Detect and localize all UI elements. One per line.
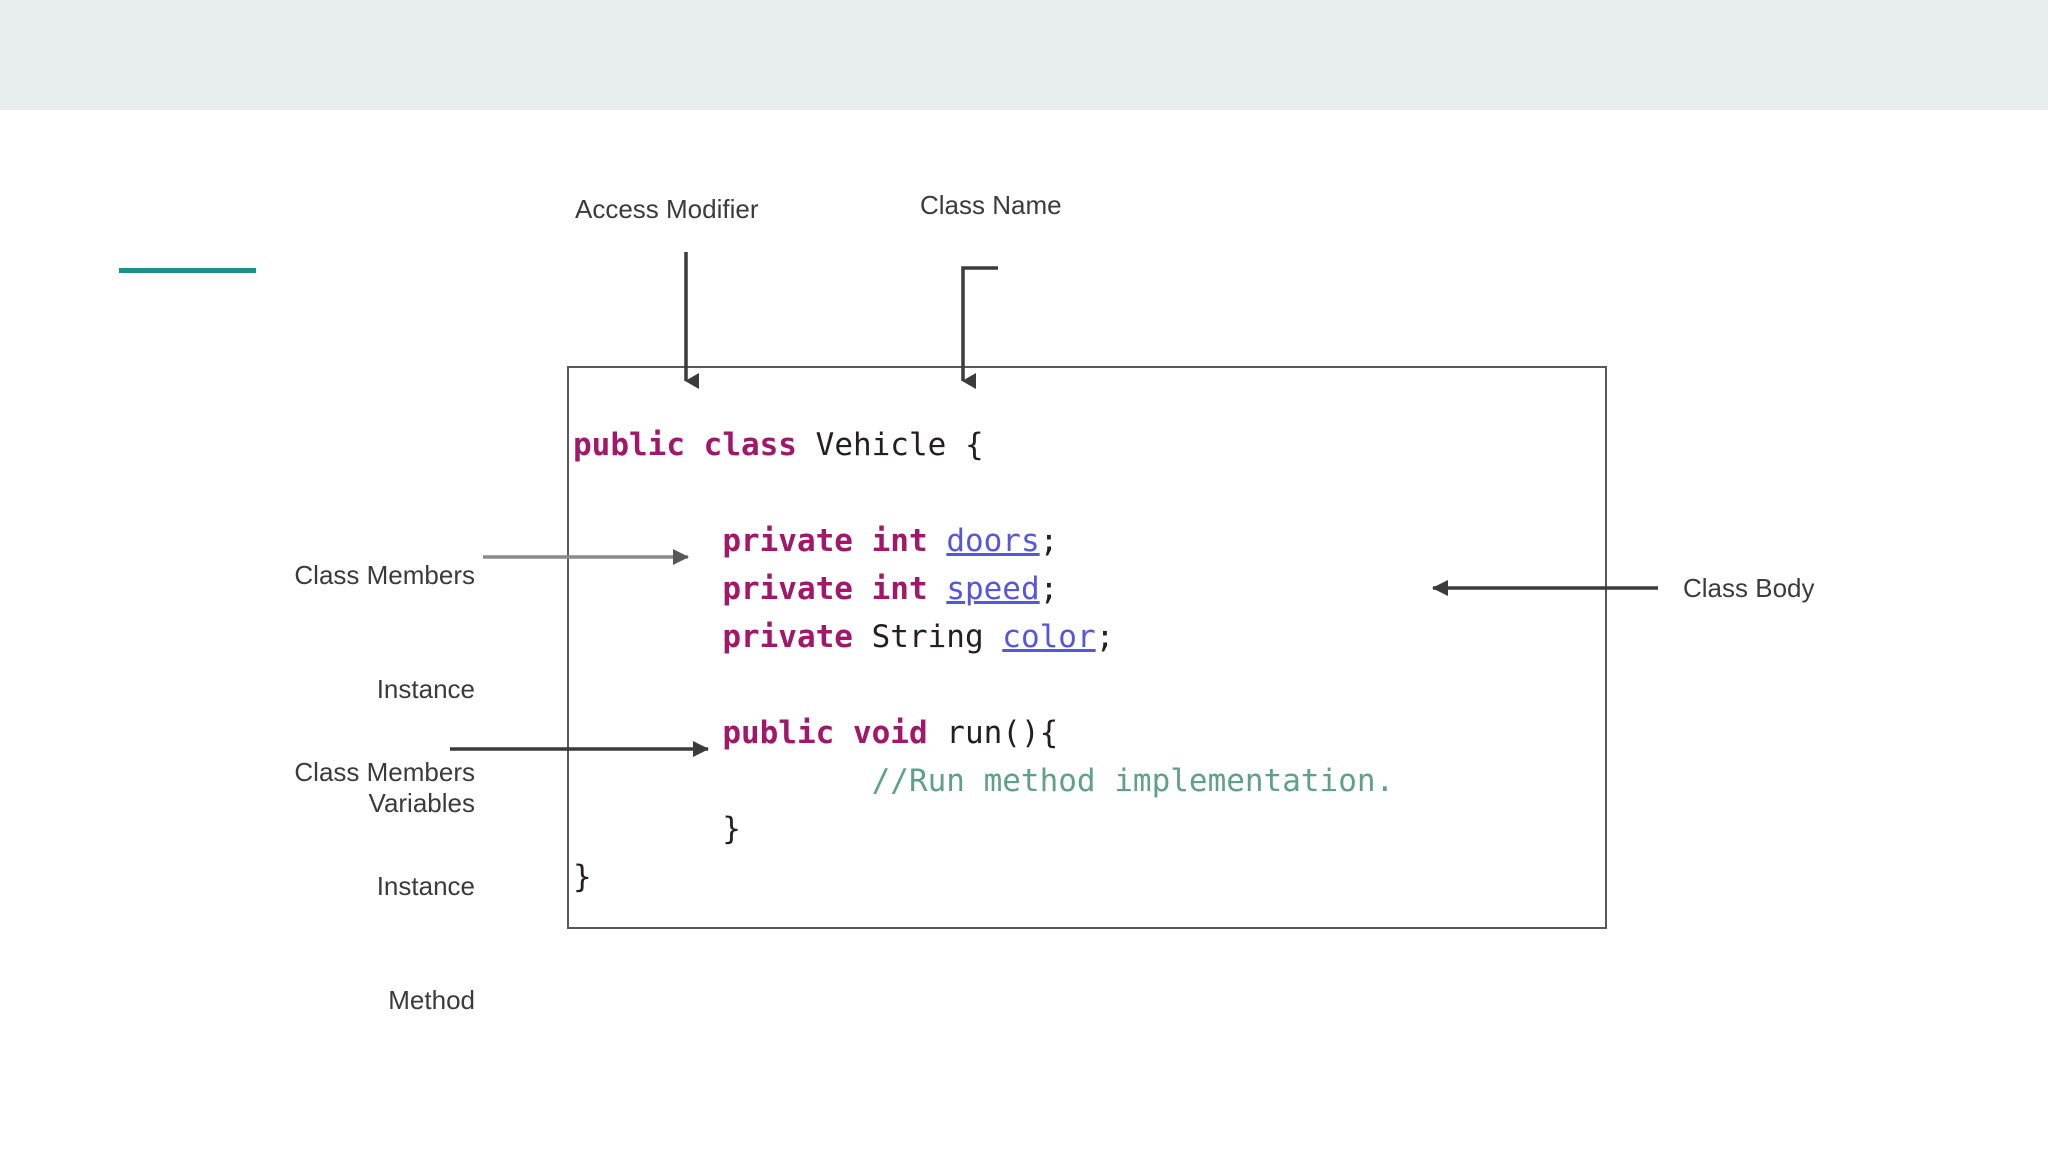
class-body-frame <box>567 366 1607 929</box>
code-token: { <box>946 427 984 463</box>
code-token: int <box>871 523 928 559</box>
code-token: private <box>722 571 853 607</box>
code-line: public void run(){ <box>573 709 1394 757</box>
code-token <box>834 715 853 751</box>
code-token: void <box>852 715 928 751</box>
annotation-line: Method <box>388 985 475 1015</box>
code-line: //Run method implementation. <box>573 757 1395 805</box>
code-token: doors <box>946 523 1040 559</box>
annotation-label-class-body: Class Body <box>1683 573 1815 603</box>
code-token <box>573 715 722 751</box>
code-token <box>573 763 872 799</box>
code-token: String <box>871 619 984 655</box>
top-decorative-band <box>0 0 2048 110</box>
code-line: } <box>573 805 1394 853</box>
annotation-line: Variables <box>368 788 475 818</box>
code-token <box>573 523 722 559</box>
code-token: ; <box>1039 523 1059 559</box>
annotation-line: Instance <box>376 871 475 901</box>
code-token <box>853 619 872 655</box>
annotation-line: Class Members <box>294 757 475 787</box>
code-token <box>928 571 947 607</box>
code-line <box>573 661 1394 709</box>
code-line: private int speed; <box>573 565 1394 613</box>
code-token: //Run method implementation. <box>871 763 1395 799</box>
code-line <box>573 469 1394 517</box>
code-line: public class Vehicle { <box>573 421 1394 469</box>
annotation-label-class-name: Class Name <box>920 190 1062 220</box>
annotation-line: Class Members <box>294 560 475 590</box>
connector-class-name <box>961 266 998 389</box>
code-token <box>853 523 872 559</box>
code-token: private <box>722 619 853 655</box>
code-token: ; <box>1039 571 1059 607</box>
code-token: } <box>573 811 741 847</box>
code-token: ; <box>1095 619 1115 655</box>
code-token: private <box>722 523 853 559</box>
code-token: color <box>1002 619 1096 655</box>
code-token <box>928 523 947 559</box>
code-token: int <box>871 571 928 607</box>
code-line: } <box>573 853 1394 901</box>
code-line: private String color; <box>573 613 1394 661</box>
code-token <box>853 571 872 607</box>
code-token <box>984 619 1003 655</box>
code-token <box>685 427 704 463</box>
code-token: speed <box>946 571 1040 607</box>
code-token: public <box>573 427 685 463</box>
annotation-label-class-members-instance-method: Class Members Instance Method <box>215 677 475 1095</box>
java-code-block: public class Vehicle { private int doors… <box>573 421 1394 901</box>
annotation-label-access-modifier: Access Modifier <box>575 194 759 224</box>
code-token: public <box>722 715 835 751</box>
code-token <box>573 571 722 607</box>
code-token: class <box>703 427 797 463</box>
code-line: private int doors; <box>573 517 1394 565</box>
code-token: } <box>573 859 592 895</box>
teal-accent-rule <box>119 268 256 273</box>
code-token: run(){ <box>946 715 1059 751</box>
code-token <box>797 427 816 463</box>
annotation-line: Instance <box>376 674 475 704</box>
code-token <box>928 715 947 751</box>
code-token: Vehicle <box>815 427 947 463</box>
code-token <box>573 619 722 655</box>
annotation-label-class-members-instance-variables: Class Members Instance Variables <box>215 480 475 898</box>
